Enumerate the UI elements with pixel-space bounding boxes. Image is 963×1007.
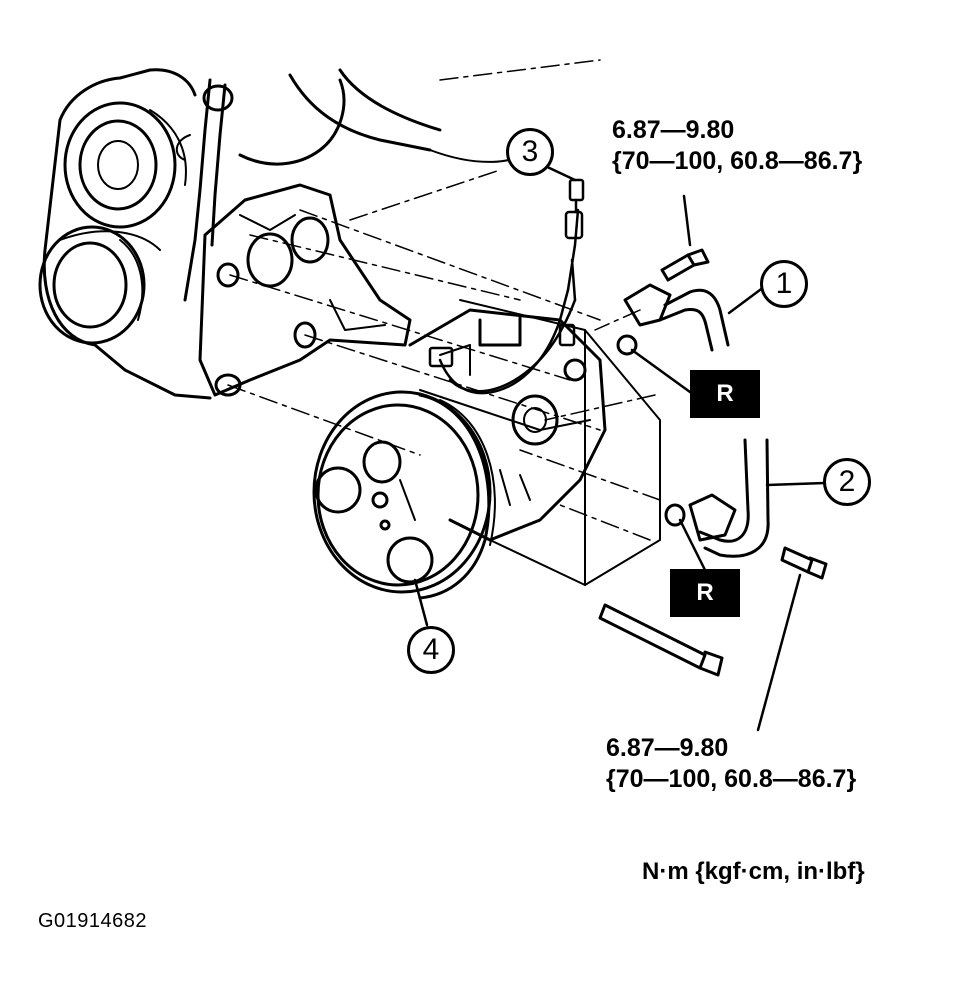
torque-spec-bottom: 6.87—9.80 {70—100, 60.8—86.7}	[606, 733, 856, 795]
torque-spec-top-nm: 6.87—9.80	[612, 116, 735, 144]
leader-lines	[413, 163, 827, 732]
alignment-lines	[227, 59, 661, 541]
callout-4: 4	[407, 626, 455, 674]
crank-pulley-upper	[63, 101, 187, 229]
hose-2	[664, 438, 770, 558]
hose-1	[616, 283, 730, 356]
torque-spec-top-alt: {70—100, 60.8—86.7}	[612, 147, 863, 175]
figure-id: G01914682	[38, 910, 148, 932]
compressor-bracket	[198, 183, 412, 397]
replace-badge-lower: R	[670, 569, 740, 617]
through-bolt	[598, 603, 724, 677]
callout-3: 3	[506, 128, 554, 176]
crank-pulley-lower	[38, 225, 161, 345]
clutch-pulley	[312, 390, 496, 600]
compressor	[408, 308, 607, 542]
torque-units-legend: N·m {kgf·cm, in·lbf}	[642, 858, 865, 885]
belt-and-hose	[175, 78, 346, 302]
torque-spec-top: 6.87—9.80 {70—100, 60.8—86.7}	[612, 115, 862, 177]
bolt-upper	[660, 248, 710, 282]
torque-spec-bottom-alt: {70—100, 60.8—86.7}	[606, 765, 857, 793]
callout-2: 2	[823, 458, 871, 506]
callout-1: 1	[760, 260, 808, 308]
wiring-harness	[428, 178, 585, 395]
torque-spec-bottom-nm: 6.87—9.80	[606, 734, 729, 762]
replace-badge-upper: R	[690, 370, 760, 418]
bolt-lower-right	[780, 546, 828, 580]
